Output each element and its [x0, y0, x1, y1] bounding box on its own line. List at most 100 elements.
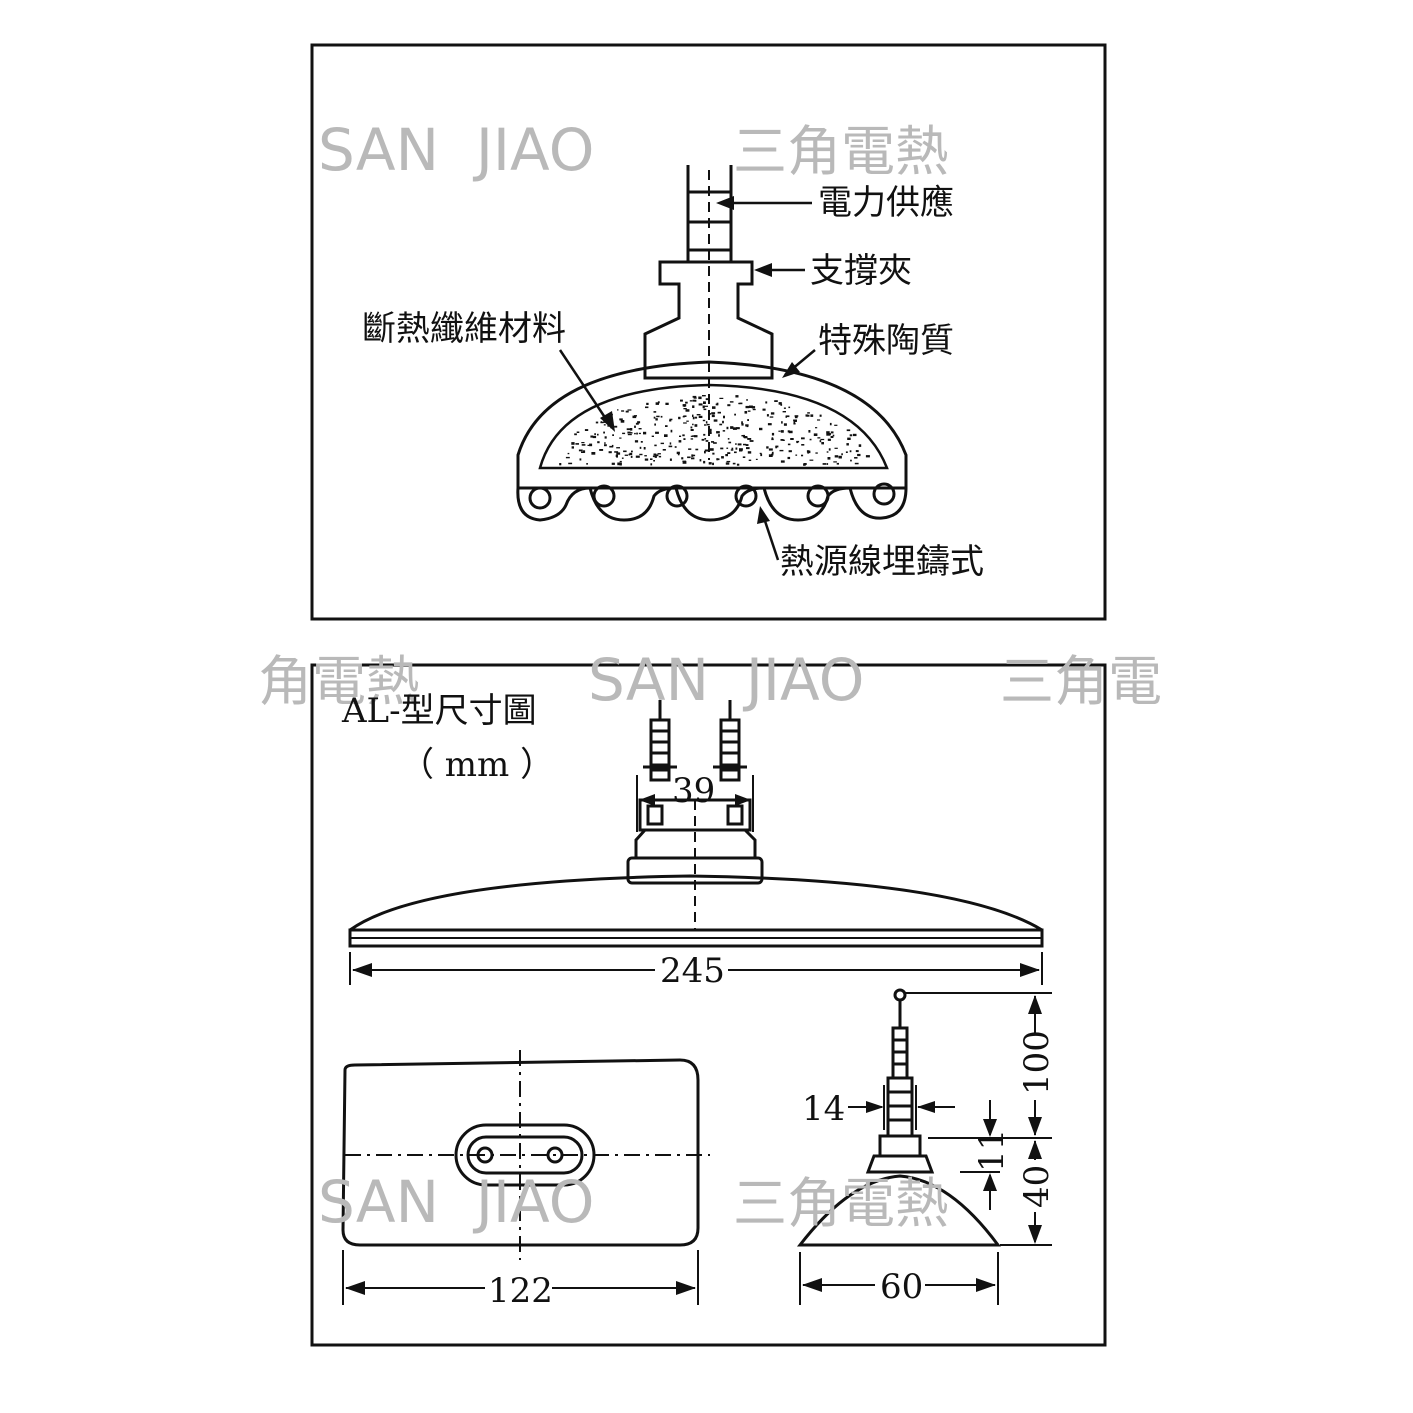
fiber-speckle — [575, 443, 579, 445]
fiber-speckle — [644, 458, 649, 461]
fiber-speckle — [629, 452, 633, 456]
fiber-speckle — [834, 447, 838, 449]
fiber-speckle — [704, 438, 707, 440]
fiber-speckle — [747, 419, 749, 421]
fiber-speckle — [727, 438, 730, 440]
fiber-speckle — [694, 435, 698, 438]
fiber-speckle — [682, 434, 685, 437]
fiber-speckle — [732, 427, 737, 430]
fiber-speckle — [637, 421, 641, 424]
fiber-speckle — [739, 448, 743, 451]
fiber-speckle — [603, 424, 606, 426]
plan-center-lines — [345, 1050, 710, 1260]
fiber-speckle — [628, 453, 631, 456]
fiber-speckle — [838, 455, 842, 459]
fiber-speckle — [589, 443, 593, 447]
fiber-speckle — [705, 398, 710, 401]
fiber-speckle — [559, 463, 562, 466]
fiber-speckle — [616, 447, 620, 449]
fiber-speckle — [609, 445, 614, 448]
fiber-speckle — [581, 444, 586, 446]
fiber-speckle — [787, 456, 791, 460]
fiber-speckle — [749, 440, 754, 442]
fiber-speckle — [704, 405, 708, 407]
fiber-speckle — [755, 458, 758, 460]
fiber-speckle — [600, 421, 604, 424]
fiber-speckle — [787, 443, 791, 446]
fiber-speckle — [643, 431, 647, 435]
fiber-speckle — [686, 420, 689, 422]
fiber-speckle — [709, 429, 712, 433]
fiber-speckle — [722, 420, 724, 424]
fiber-speckle — [801, 437, 805, 440]
fiber-speckle — [735, 447, 738, 450]
fiber-speckle — [744, 411, 748, 414]
fiber-speckle — [741, 435, 745, 437]
fiber-speckle — [785, 415, 790, 418]
fiber-speckle — [619, 418, 623, 421]
fiber-speckle — [581, 442, 585, 444]
fiber-speckle — [717, 411, 721, 414]
fiber-speckle — [745, 405, 750, 409]
fiber-speckle — [830, 431, 834, 434]
fiber-speckle — [778, 430, 781, 432]
fiber-speckle — [833, 461, 837, 463]
fiber-speckle — [836, 462, 839, 465]
fiber-speckle — [650, 458, 653, 460]
fiber-speckle — [726, 426, 729, 430]
fiber-speckle — [690, 438, 694, 440]
fiber-speckle — [778, 402, 782, 405]
fiber-speckle — [793, 420, 796, 424]
fiber-speckle — [703, 433, 706, 436]
fiber-speckle — [681, 457, 684, 460]
fiber-speckle — [720, 447, 724, 450]
fiber-speckle — [683, 404, 686, 407]
fiber-speckle — [692, 414, 694, 417]
fiber-speckle — [603, 431, 605, 434]
fiber-speckle — [731, 447, 734, 450]
fiber-speckle — [769, 416, 774, 418]
fiber-speckle — [771, 438, 774, 441]
fiber-speckle — [726, 460, 731, 463]
watermark-latin-top: SAN JIAO — [318, 116, 594, 184]
fiber-speckle — [744, 436, 748, 439]
fiber-speckle — [669, 419, 672, 422]
fiber-speckle — [638, 428, 642, 430]
fiber-speckle — [578, 449, 583, 452]
fiber-speckle — [698, 403, 703, 406]
fiber-speckle — [783, 423, 787, 426]
fiber-speckle — [702, 419, 706, 422]
fiber-speckle — [682, 461, 687, 464]
fiber-speckle — [736, 427, 740, 430]
fiber-speckle — [827, 457, 831, 460]
fiber-speckle — [788, 430, 793, 434]
fiber-speckle — [599, 449, 604, 451]
power-cable — [686, 165, 733, 262]
fiber-speckle — [622, 432, 626, 435]
fiber-speckle — [741, 421, 743, 424]
fiber-speckle — [626, 428, 631, 431]
fiber-speckle — [847, 437, 851, 440]
fiber-speckle — [826, 431, 830, 434]
fiber-speckle — [768, 454, 773, 457]
fiber-speckle — [683, 438, 686, 440]
fiber-speckle — [780, 403, 783, 406]
fiber-speckle — [692, 395, 697, 398]
fiber-speckle — [828, 448, 831, 451]
fiber-speckle — [702, 405, 705, 409]
fiber-speckle — [689, 400, 693, 402]
fiber-speckle — [793, 419, 797, 422]
fiber-speckle — [704, 424, 707, 426]
side-view — [796, 988, 1001, 1247]
watermark-chinese-bottom: 三角電熱 — [733, 1172, 949, 1235]
fiber-speckle — [746, 425, 749, 428]
fiber-speckle — [751, 406, 756, 409]
fiber-speckle — [762, 408, 766, 411]
top-panel: SAN JIAO 三角電熱 — [310, 43, 1107, 621]
fiber-speckle — [766, 414, 769, 417]
dim-terminal-width: 14 — [802, 1089, 845, 1129]
fiber-speckle — [627, 434, 632, 436]
fiber-speckle — [597, 433, 599, 436]
fiber-speckle — [619, 462, 622, 466]
fiber-speckle — [770, 412, 775, 415]
